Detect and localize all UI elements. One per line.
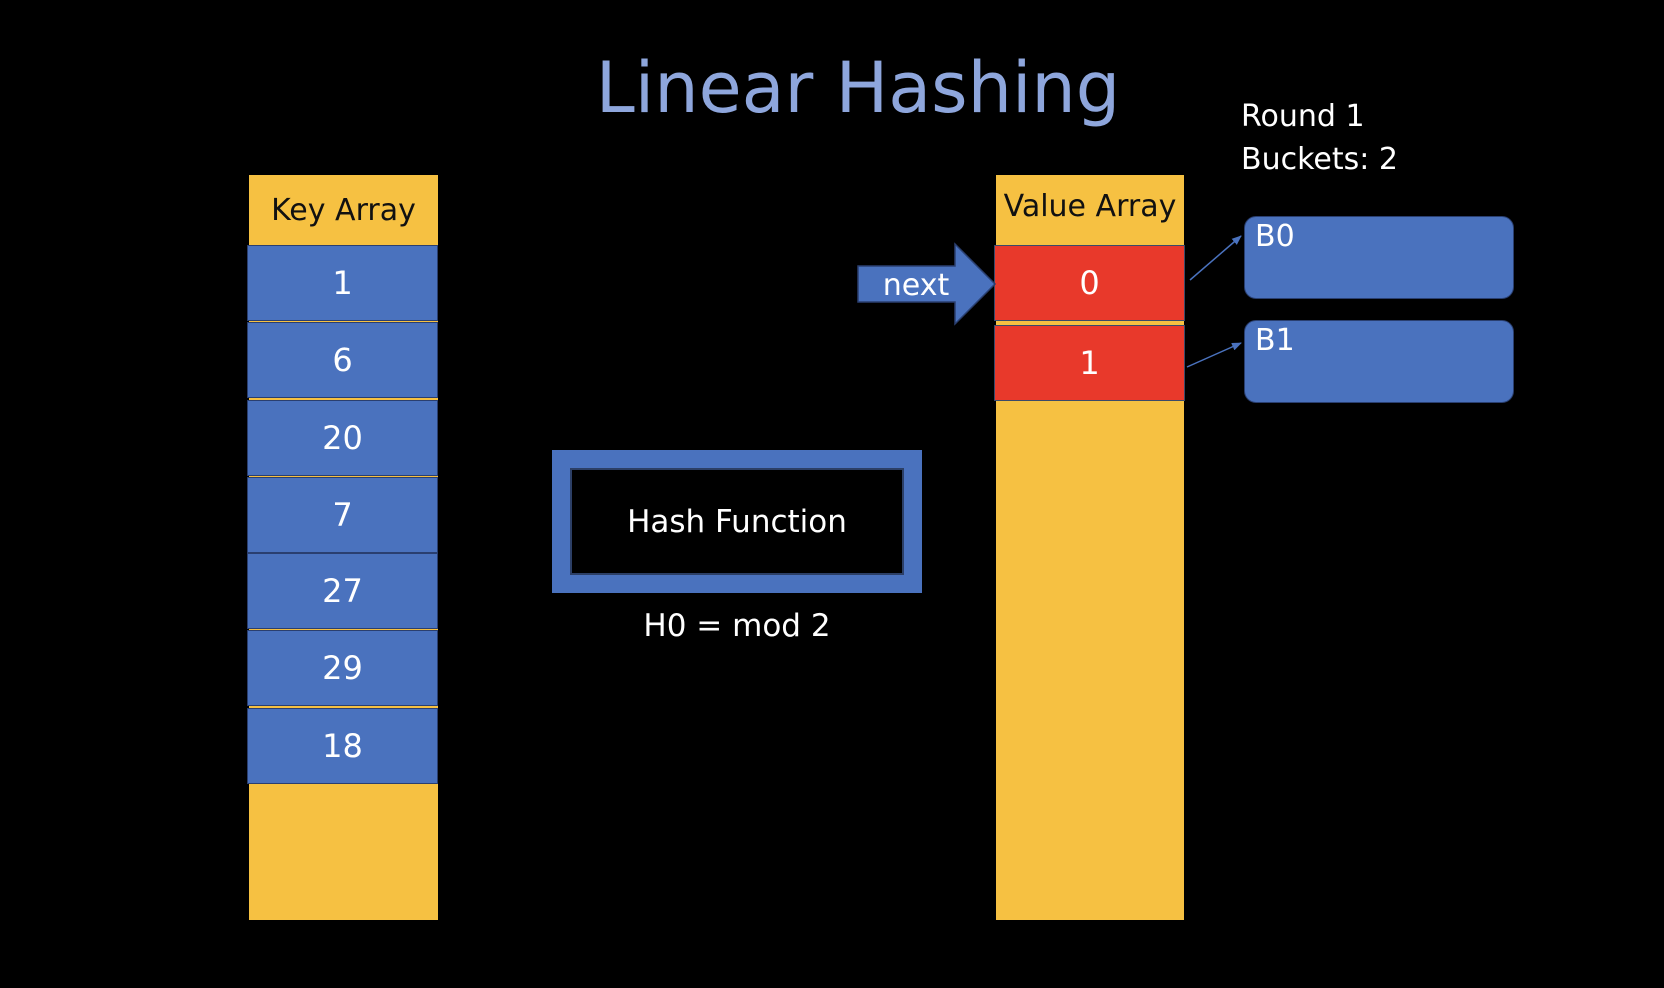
- key-array: Key Array 1 6 20 7 27 29 18: [247, 175, 438, 920]
- next-pointer-arrow: next: [857, 242, 997, 326]
- key-cell: 1: [247, 245, 438, 321]
- value-array-header: Value Array: [1003, 188, 1177, 224]
- bucket-count-label: Buckets: 2: [1241, 142, 1398, 177]
- next-pointer-label: next: [883, 268, 950, 303]
- round-info: Round 1 Buckets: 2: [1241, 95, 1398, 181]
- diagram-title: Linear Hashing: [595, 47, 1121, 129]
- key-cell: 27: [247, 553, 438, 629]
- key-cell: 18: [247, 708, 438, 784]
- value-cell: 0: [994, 245, 1185, 321]
- value-cell: 1: [994, 325, 1185, 401]
- hash-function-label: Hash Function: [570, 468, 904, 575]
- bucket-b1: B1: [1244, 320, 1514, 403]
- key-cell: 6: [247, 322, 438, 398]
- key-cell: 20: [247, 400, 438, 476]
- key-cell: 29: [247, 630, 438, 706]
- round-label: Round 1: [1241, 99, 1365, 134]
- value-array: Value Array 0 1: [994, 175, 1185, 920]
- bucket-label: B1: [1255, 323, 1295, 358]
- connector-arrow: [1186, 342, 1242, 368]
- hash-function-box: Hash Function: [552, 450, 922, 593]
- connector-arrow: [1189, 235, 1242, 281]
- key-array-header: Key Array: [271, 192, 416, 228]
- bucket-label: B0: [1255, 219, 1295, 254]
- key-cell: 7: [247, 477, 438, 553]
- hash-formula: H0 = mod 2: [643, 608, 831, 644]
- bucket-b0: B0: [1244, 216, 1514, 299]
